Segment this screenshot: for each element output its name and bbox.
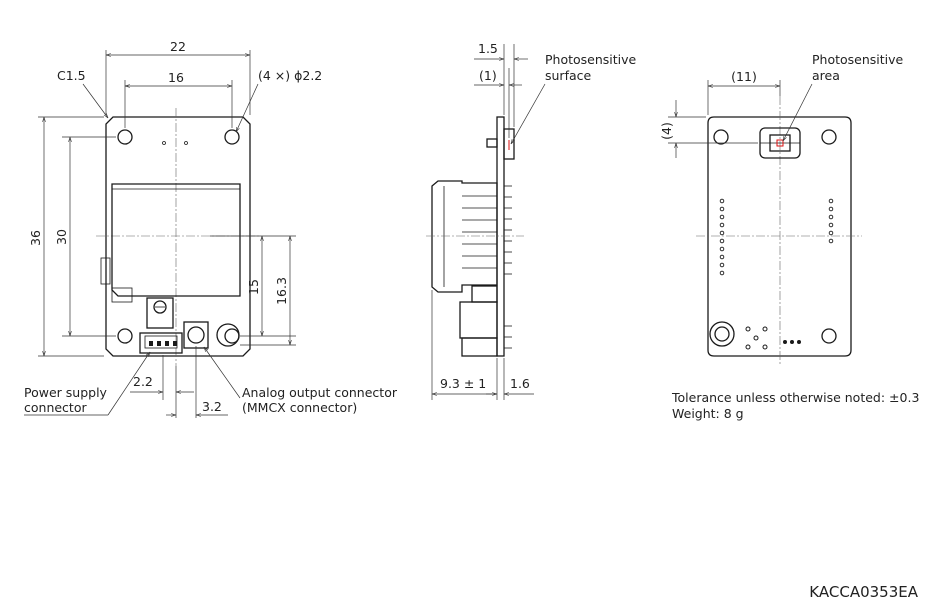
front-board-outline: [105, 116, 251, 357]
dim-hole-spacing-label: 16: [168, 70, 184, 85]
via: [184, 141, 188, 145]
dim-11-label: (11): [731, 69, 757, 84]
back-large-hole: [709, 321, 735, 347]
back-connector-pins: [783, 340, 801, 344]
area-label-1: Photosensitive: [812, 52, 904, 67]
back-view: (11) (4) Photosensitive area: [659, 52, 904, 366]
dim-vertical-hole-spacing-label: 30: [54, 229, 69, 245]
chamfer-label: C1.5: [57, 68, 86, 83]
analog-connector-label-2: (MMCX connector): [242, 400, 357, 415]
dim-depth-label: 9.3 ± 1: [440, 376, 486, 391]
back-pin-row-right: [828, 198, 834, 244]
dim-15-label: 15: [246, 279, 261, 295]
dim-16-3-label: 16.3: [274, 277, 289, 305]
tolerance-note: Tolerance unless otherwise noted: ±0.3: [671, 390, 919, 405]
potentiometer-knob: [153, 300, 167, 314]
mmcx-connector-center: [187, 326, 205, 344]
lower-hole: [216, 323, 240, 347]
dim-thickness-label: 1.6: [510, 376, 530, 391]
back-mounting-hole: [821, 129, 837, 145]
side-mmcx: [459, 301, 498, 339]
front-view: 22 16 C1.5 (4 ×) ϕ2.2 36 30 15 16.3: [24, 39, 398, 418]
back-mounting-hole: [713, 129, 729, 145]
dim-width-label: 22: [170, 39, 186, 54]
back-mounting-hole: [821, 328, 837, 344]
surface-label-1: Photosensitive: [545, 52, 637, 67]
surface-label-2: surface: [545, 68, 592, 83]
side-connector-body: [431, 180, 498, 293]
dim-1-5-label: 1.5: [478, 41, 498, 56]
dim-2-2-label: 2.2: [133, 374, 153, 389]
side-view: 1.5 (1) Photosensitive surface 9.3 ± 1 1…: [426, 41, 637, 400]
photosensitive-area-mark: [776, 139, 784, 147]
dim-3-2-label: 3.2: [202, 399, 222, 414]
power-connector-label-1: Power supply: [24, 385, 108, 400]
side-component: [111, 287, 133, 303]
back-pot-pins: [745, 326, 768, 350]
back-board-outline: [707, 116, 852, 357]
mounting-hole: [117, 328, 133, 344]
back-pin-row-left: [719, 198, 725, 276]
power-connector: [139, 332, 183, 354]
dim-4-label: (4): [659, 122, 674, 140]
connector-body-outline: [111, 183, 241, 297]
mounting-hole: [224, 129, 240, 145]
side-pcb: [496, 116, 505, 357]
weight-note: Weight: 8 g: [672, 406, 744, 421]
dim-1-label: (1): [479, 68, 497, 83]
area-label-2: area: [812, 68, 840, 83]
side-component: [100, 257, 111, 285]
via: [162, 141, 166, 145]
analog-connector-label-1: Analog output connector: [242, 385, 398, 400]
power-connector-label-2: connector: [24, 400, 87, 415]
holes-label: (4 ×) ϕ2.2: [258, 68, 322, 83]
potentiometer: [146, 297, 174, 329]
mounting-hole: [117, 129, 133, 145]
drawing-code: KACCA0353EA: [809, 583, 918, 601]
side-connector-pins: [443, 186, 497, 287]
side-right-pins: [504, 185, 512, 349]
dim-height-label: 36: [28, 230, 43, 246]
